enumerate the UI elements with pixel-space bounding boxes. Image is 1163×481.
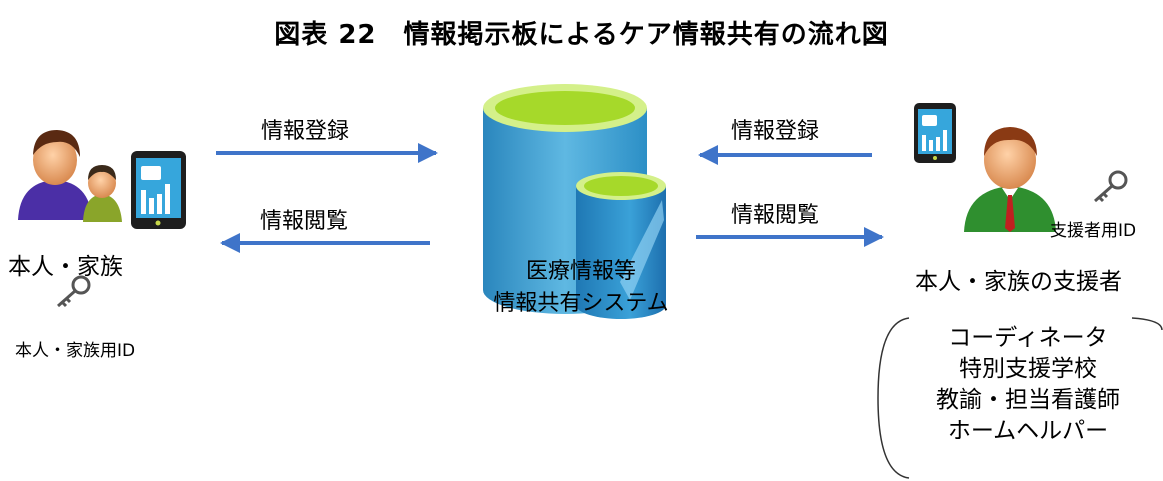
right-view-label: 情報閲覧 [731,203,820,228]
family-id-label: 本人・家族用ID [15,341,136,361]
role-teacher-nurse: 教諭・担当看護師 [936,387,1120,413]
supporter-label: 本人・家族の支援者 [915,269,1122,295]
page-title: 図表 22 情報掲示板によるケア情報共有の流れ図 [274,20,889,50]
system-label-line1: 医療情報等 [525,259,636,284]
left-view-label: 情報閲覧 [260,209,349,234]
role-home-helper: ホームヘルパー [947,418,1109,444]
database-cylinder-small [576,172,666,319]
key-icon-left [57,275,91,308]
left-register-label: 情報登録 [261,119,350,144]
roles-bracket [877,317,1163,479]
right-register-label: 情報登録 [731,119,820,144]
role-special-school: 特別支援学校 [959,356,1097,382]
system-label: 医療情報等 情報共有システム [456,256,706,320]
family-people-icon [18,130,122,222]
supporter-person-icon [964,127,1056,232]
supporter-id-label: 支援者用ID [1050,221,1137,241]
tablet-icon-right [914,103,956,163]
roles-list: コーディネータ 特別支援学校 教諭・担当看護師 ホームヘルパー [900,323,1156,447]
key-icon-right [1094,170,1128,203]
system-label-line2: 情報共有システム [493,291,669,316]
role-coordinator: コーディネータ [948,325,1108,351]
family-label: 本人・家族 [8,254,123,280]
tablet-icon-left [131,151,186,229]
